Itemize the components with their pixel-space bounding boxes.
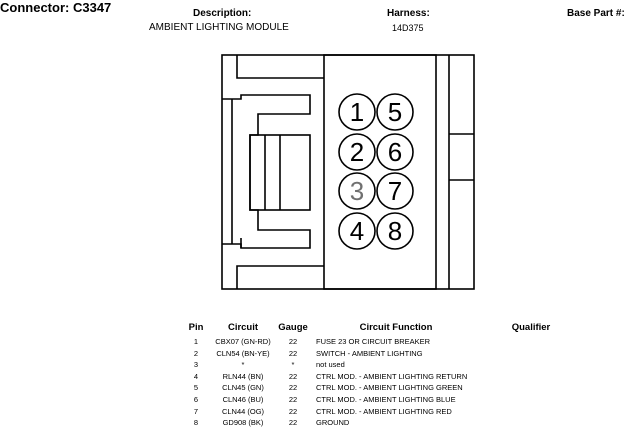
table-row: 4 RLN44 (BN) 22 CTRL MOD. - AMBIENT LIGH… xyxy=(182,371,586,383)
gauge: 22 xyxy=(288,418,298,428)
gauge: * xyxy=(291,360,295,370)
gauge: 22 xyxy=(288,371,298,381)
table-row: 2 CLN54 (BN-YE) 22 SWITCH - AMBIENT LIGH… xyxy=(182,348,586,360)
gauge: 22 xyxy=(288,337,298,346)
pin-label-7: 7 xyxy=(388,176,402,206)
circuit: CLN45 (GN) xyxy=(222,383,264,393)
base-part-label: Base Part #: xyxy=(567,8,625,19)
pin-label-5: 5 xyxy=(388,97,402,127)
cavity-block xyxy=(323,54,437,290)
circuit: RLN44 (BN) xyxy=(222,371,264,381)
gauge: 22 xyxy=(288,394,298,404)
pin-label-2: 2 xyxy=(350,137,364,167)
pin-number: 7 xyxy=(193,406,199,416)
qualifier xyxy=(476,394,586,406)
gauge: 22 xyxy=(288,383,298,393)
table-row: 1 CBX07 (GN-RD) 22 FUSE 23 OR CIRCUIT BR… xyxy=(182,336,586,348)
description-value: AMBIENT LIGHTING MODULE xyxy=(149,22,289,33)
housing-top-band xyxy=(236,55,324,79)
table-row: 3 * * not used xyxy=(182,359,586,371)
connector-title: Connector: C3347 xyxy=(0,0,635,15)
header-pin: Pin xyxy=(188,322,204,333)
circuit: GD908 (BK) xyxy=(222,418,264,428)
table-row: 7 CLN44 (OG) 22 CTRL MOD. - AMBIENT LIGH… xyxy=(182,406,586,418)
circuit: CLN46 (BU) xyxy=(222,394,264,404)
pin-cavity-1 xyxy=(338,93,376,131)
pin-cavities: 1 2 3 4 5 6 7 8 xyxy=(338,93,414,250)
qualifier xyxy=(476,336,586,348)
qualifier xyxy=(476,371,586,383)
qualifier xyxy=(476,382,586,394)
table-row: 5 CLN45 (GN) 22 CTRL MOD. - AMBIENT LIGH… xyxy=(182,382,586,394)
circuit-function: SWITCH - AMBIENT LIGHTING xyxy=(316,348,423,358)
qualifier xyxy=(476,348,586,360)
pin-number: 1 xyxy=(193,337,199,346)
harness-value: 14D375 xyxy=(392,23,424,33)
circuit-function: GROUND xyxy=(316,418,350,428)
pin-label-4: 4 xyxy=(350,216,364,246)
pin-label-3: 3 xyxy=(350,176,364,206)
pin-number: 6 xyxy=(193,394,199,404)
circuit: * xyxy=(241,360,245,370)
pin-label-6: 6 xyxy=(388,137,402,167)
pin-number: 8 xyxy=(193,418,199,428)
qualifier xyxy=(476,417,586,429)
pin-number: 3 xyxy=(193,360,199,370)
circuit-function: CTRL MOD. - AMBIENT LIGHTING GREEN xyxy=(316,383,463,393)
circuit-function: CTRL MOD. - AMBIENT LIGHTING RED xyxy=(316,406,452,416)
pin-table: Pin Circuit Gauge Circuit Function Quali… xyxy=(182,322,586,429)
gauge: 22 xyxy=(288,348,298,358)
pin-label-8: 8 xyxy=(388,216,402,246)
pin-cavity-4 xyxy=(338,212,376,250)
pin-cavity-7 xyxy=(376,172,414,210)
circuit-function: CTRL MOD. - AMBIENT LIGHTING BLUE xyxy=(316,394,456,404)
harness-label: Harness: xyxy=(387,8,430,19)
table-row: 6 CLN46 (BU) 22 CTRL MOD. - AMBIENT LIGH… xyxy=(182,394,586,406)
pin-table-header: Pin Circuit Gauge Circuit Function Quali… xyxy=(182,322,586,336)
qualifier xyxy=(476,406,586,418)
pin-cavity-8 xyxy=(376,212,414,250)
header-gauge: Gauge xyxy=(278,322,308,333)
circuit-function: not used xyxy=(316,360,345,370)
pin-cavity-2 xyxy=(338,133,376,171)
circuit-function: FUSE 23 OR CIRCUIT BREAKER xyxy=(316,337,431,346)
pin-cavity-5 xyxy=(376,93,414,131)
housing-bottom-band xyxy=(236,265,324,289)
circuit: CLN44 (OG) xyxy=(221,406,265,416)
circuit: CLN54 (BN-YE) xyxy=(216,348,270,358)
circuit-function: CTRL MOD. - AMBIENT LIGHTING RETURN xyxy=(316,371,468,381)
header-function: Circuit Function xyxy=(359,322,433,333)
latch-outline xyxy=(222,94,311,249)
pin-number: 5 xyxy=(193,383,199,393)
description-label: Description: xyxy=(193,8,252,19)
pin-cavity-3 xyxy=(338,172,376,210)
connector-face-diagram: 1 2 3 4 5 6 7 8 xyxy=(221,54,475,290)
pin-label-1: 1 xyxy=(350,97,364,127)
header-circuit: Circuit xyxy=(227,322,259,333)
pin-cavity-6 xyxy=(376,133,414,171)
pin-number: 2 xyxy=(193,348,199,358)
qualifier xyxy=(476,359,586,371)
connector-label: Connector: xyxy=(0,0,70,15)
circuit: CBX07 (GN-RD) xyxy=(215,337,271,346)
table-row: 8 GD908 (BK) 22 GROUND xyxy=(182,417,586,429)
gauge: 22 xyxy=(288,406,298,416)
pin-number: 4 xyxy=(193,371,199,381)
header-qualifier: Qualifier xyxy=(511,322,551,333)
connector-id: C3347 xyxy=(72,0,112,15)
